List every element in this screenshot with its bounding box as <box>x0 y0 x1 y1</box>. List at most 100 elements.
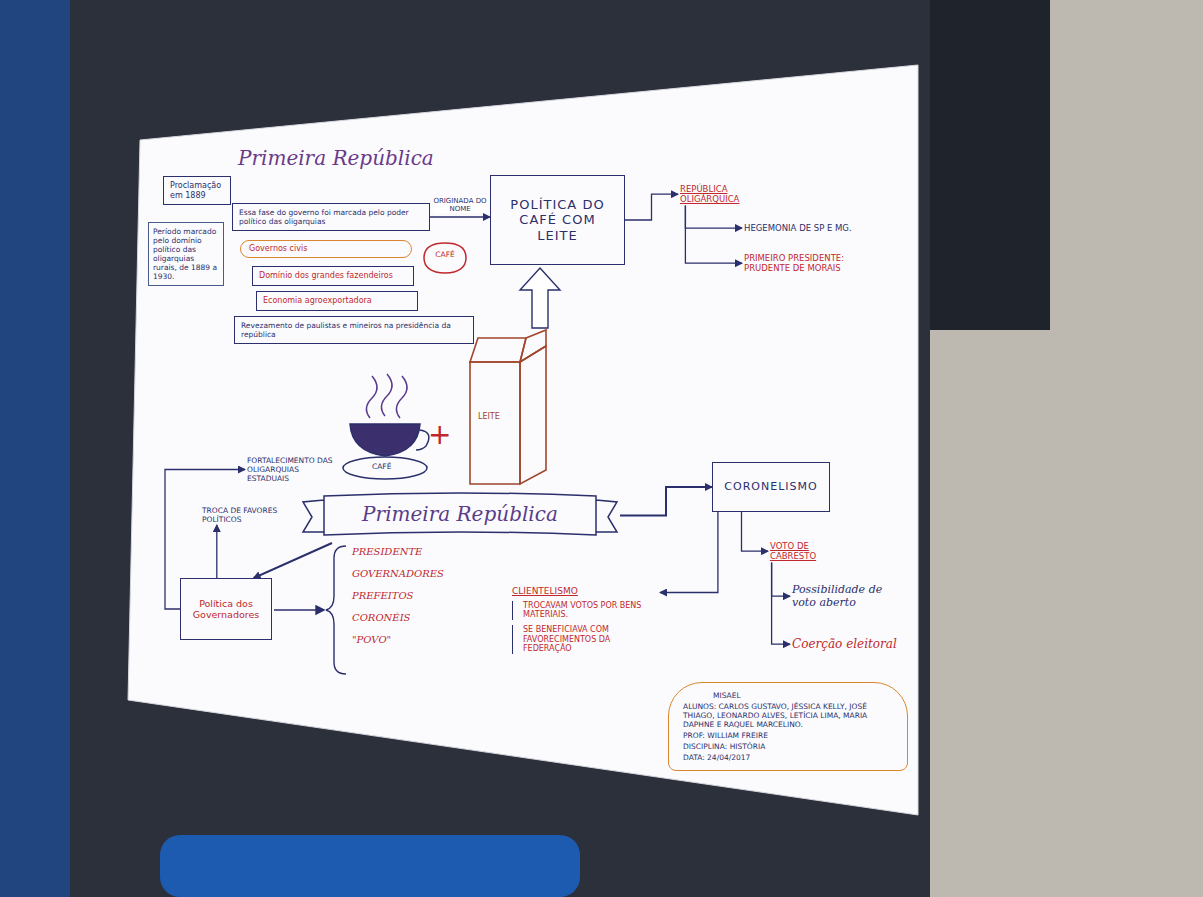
info-box: Essa fase do governo foi marcada pelo po… <box>232 203 430 231</box>
arrowhead <box>316 606 324 614</box>
hierarchy-item: "POVO" <box>352 634 391 646</box>
node-text: TROCAVAM VOTOS POR BENS MATERIAIS. <box>512 601 658 620</box>
connector <box>165 470 245 610</box>
brace-group <box>274 546 346 674</box>
node-text: Revezamento de paulistas e mineiros na p… <box>241 321 467 339</box>
hierarchy-item: PREFEITOS <box>352 590 413 602</box>
node-text: DATA: 24/04/2017 <box>683 753 895 762</box>
node-text: VOTO DE CABRESTO <box>770 541 856 561</box>
node-text: PROF: WILLIAM FREIRE <box>683 731 895 740</box>
branch-heading: REPÚBLICA OLIGÁRQUICA <box>678 183 770 205</box>
coffee-bean-circle: CAFÉ <box>423 242 467 274</box>
connector <box>254 543 332 578</box>
paper-sheet <box>128 65 918 815</box>
node-text: CAFÉ <box>425 250 465 259</box>
saucer <box>343 457 427 479</box>
branch-note: Possibilidade de voto aberto <box>790 582 905 610</box>
info-box: Domínio dos grandes fazendeiros <box>252 266 414 286</box>
carton-front <box>470 362 520 484</box>
branch-note: FORTALECIMENTO DAS OLIGARQUIAS ESTADUAIS <box>245 455 340 484</box>
student-shirt <box>160 835 580 897</box>
cup-body <box>350 424 420 456</box>
steam <box>381 374 392 416</box>
note-box: Proclamação em 1889 <box>163 176 231 205</box>
branch-note: PRIMEIRO PRESIDENTE: PRUDENTE DE MORAIS <box>742 252 867 274</box>
node-text: ALUNOS: CARLOS GUSTAVO, JÉSSICA KELLY, J… <box>683 702 895 729</box>
node-text: Proclamação em 1889 <box>170 181 224 200</box>
process-box: CORONELISMO <box>712 462 830 512</box>
steam <box>396 376 407 418</box>
node-text: CORONELISMO <box>719 480 823 493</box>
circle-outline <box>424 243 466 273</box>
node-text: Política dos Governadores <box>187 598 265 621</box>
credits-cloud: MISAEL ALUNOS: CARLOS GUSTAVO, JÉSSICA KE… <box>668 682 908 771</box>
student-shirt <box>0 0 70 897</box>
carton-label: LEITE <box>478 412 500 422</box>
curly-brace <box>326 546 346 674</box>
process-box: Política dos Governadores <box>180 578 272 640</box>
connector <box>430 216 490 217</box>
node-text: Coerção eleitoral <box>792 637 898 651</box>
plus-sign: + <box>428 418 451 452</box>
coffee-cup <box>343 374 429 479</box>
branch-group: CLIENTELISMO TROCAVAM VOTOS POR BENS MATE… <box>510 585 660 660</box>
node-text: CLIENTELISMO <box>512 586 658 597</box>
carton-top <box>520 330 546 362</box>
node-text: Economia agroexportadora <box>263 296 411 306</box>
table-shadow <box>930 0 1050 330</box>
connector <box>772 562 790 644</box>
branch-note: HEGEMONIA DE SP E MG. <box>742 222 862 234</box>
connector <box>772 562 790 596</box>
carton-side <box>520 346 546 484</box>
floor <box>930 0 1203 897</box>
node-text: Domínio dos grandes fazendeiros <box>259 271 407 281</box>
carton-top <box>470 338 526 362</box>
process-box: POLÍTICA DO CAFÉ COM LEITE <box>490 175 625 265</box>
poster-title: Primeira República <box>238 146 434 170</box>
note-column: Período marcado pelo domínio político da… <box>148 222 224 286</box>
ribbon-outline <box>303 493 617 535</box>
node-text: DISCIPLINA: HISTÓRIA <box>683 742 895 751</box>
node-text: Possibilidade de voto aberto <box>792 583 903 609</box>
node-text: FORTALECIMENTO DAS OLIGARQUIAS ESTADUAIS <box>247 456 338 483</box>
edge-label: ORIGINADA DO NOME <box>433 197 487 213</box>
node-text: Período marcado pelo domínio político da… <box>153 227 219 281</box>
connector <box>685 205 742 228</box>
info-box: Economia agroexportadora <box>256 291 418 311</box>
node-text: Governos civis <box>249 244 403 254</box>
node-text: Primeira República <box>330 502 590 526</box>
node-text: REPÚBLICA OLIGÁRQUICA <box>680 184 768 204</box>
connector <box>660 512 718 593</box>
connector <box>685 205 742 263</box>
node-text: POLÍTICA DO CAFÉ COM LEITE <box>497 197 618 244</box>
hollow-arrow <box>520 268 560 328</box>
hierarchy-item: CORONÉIS <box>352 612 410 624</box>
info-box: Revezamento de paulistas e mineiros na p… <box>234 316 474 344</box>
connector <box>742 512 769 551</box>
node-text: TROCA DE FAVORES POLÍTICOS <box>202 506 288 524</box>
branch-heading: VOTO DE CABRESTO <box>768 540 858 562</box>
node-text: MISAEL <box>683 691 895 700</box>
steam <box>366 376 377 418</box>
connector <box>216 525 217 578</box>
hierarchy-item: GOVERNADORES <box>352 568 444 580</box>
milk-carton <box>470 330 546 484</box>
node-text: HEGEMONIA DE SP E MG. <box>744 223 860 233</box>
connector <box>620 487 712 516</box>
branch-note: TROCA DE FAVORES POLÍTICOS <box>200 505 290 525</box>
arrow-line <box>274 609 318 610</box>
node-text: PRIMEIRO PRESIDENTE: PRUDENTE DE MORAIS <box>744 253 865 273</box>
node-text: Essa fase do governo foi marcada pelo po… <box>239 208 423 226</box>
node-text: SE BENEFICIAVA COM FAVORECIMENTOS DA FED… <box>512 625 658 654</box>
cloud-note: Governos civis <box>240 240 412 258</box>
branch-note: Coerção eleitoral <box>790 636 900 652</box>
cup-handle <box>416 430 429 450</box>
hierarchy-item: PRESIDENTE <box>352 546 422 558</box>
cup-label: CAFÉ <box>372 462 391 471</box>
connector <box>625 194 678 220</box>
ribbon-banner: Primeira República <box>300 488 620 543</box>
